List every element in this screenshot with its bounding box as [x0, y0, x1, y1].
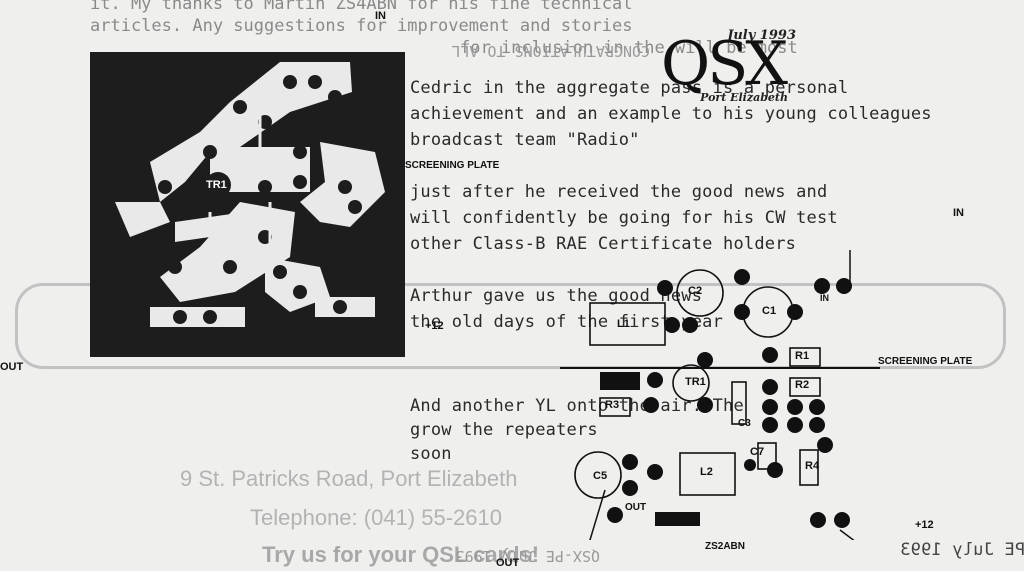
label-tr1: TR1 — [685, 376, 706, 388]
label-in-small: IN — [820, 293, 829, 303]
label-out-right: OUT — [496, 557, 520, 569]
label-plus12-left: +12 — [425, 320, 444, 332]
masthead-date: July 1993 — [727, 28, 796, 43]
label-in-right: IN — [953, 207, 964, 219]
l2-outline — [679, 452, 736, 496]
article2-line-2: the old days of the first year — [410, 312, 724, 332]
advert-slogan: Try us for your QSL cards! — [262, 542, 540, 567]
bleed-line-3: for inclusion in the will be most — [460, 38, 798, 58]
article-line-4: just after he received the good news and — [410, 182, 828, 202]
out-lead — [588, 489, 606, 540]
pcb-artwork — [115, 62, 385, 327]
footer-mirror-2: QSX-PE July 1993 — [455, 547, 601, 565]
article-line-3: broadcast team "Radio" — [410, 130, 640, 150]
article-line-6: other Class-B RAE Certificate holders — [410, 234, 797, 254]
masthead-location: Port Elizabeth — [700, 91, 788, 104]
label-tr1-pcb: TR1 — [206, 179, 227, 191]
advert-phone: Telephone: (041) 55-2610 — [250, 505, 502, 530]
r3-outline — [599, 397, 631, 417]
label-c1: C1 — [762, 305, 777, 317]
masthead-title: QSX — [661, 29, 788, 99]
article-line-1: Cedric in the aggregate pass is a person… — [410, 78, 849, 98]
label-r4: R4 — [805, 460, 820, 472]
plus12-lead — [839, 529, 855, 540]
label-plus12-right: +12 — [915, 519, 934, 531]
bleed-line-2: articles. Any suggestions for improvemen… — [90, 16, 633, 36]
article-line-2: achievement and an example to his young … — [410, 104, 932, 124]
label-in-left: IN — [375, 10, 386, 22]
component-layout — [560, 250, 880, 540]
label-r1: R1 — [795, 350, 810, 362]
label-l2: L2 — [700, 466, 713, 478]
c5-outline — [574, 451, 622, 499]
c7-outline — [757, 442, 777, 470]
tr1-outline — [672, 364, 710, 402]
c2-outline — [676, 269, 724, 317]
label-c5: C5 — [593, 470, 608, 482]
r2-outline — [789, 377, 821, 397]
label-out-small: OUT — [625, 502, 647, 513]
label-screening-right: SCREENING PLATE — [878, 356, 973, 367]
label-c2: C2 — [688, 285, 703, 297]
tr1-pad — [205, 172, 231, 198]
label-r3: R3 — [605, 399, 620, 411]
advert-frame — [15, 283, 1006, 369]
advert-address: 9 St. Patricks Road, Port Elizabeth — [180, 466, 518, 491]
article-line-5: will confidently be going for his CW tes… — [410, 208, 838, 228]
decoupling-component — [655, 512, 700, 526]
label-l1: L1 — [617, 318, 630, 330]
in-lead — [849, 250, 851, 290]
article3-line-2: grow the repeaters — [410, 420, 598, 440]
qsx-masthead: July 1993 QSX Port Elizabeth — [661, 28, 796, 104]
article2-line-1: Arthur gave us the good news — [410, 286, 703, 306]
c4-component — [600, 372, 640, 390]
label-screening-left: SCREENING PLATE — [405, 160, 500, 171]
r1-outline — [789, 347, 821, 367]
label-c3: C3 — [738, 418, 751, 429]
label-out-left: OUT — [0, 361, 24, 373]
label-credit: ZS2ABN — [705, 541, 746, 552]
bleed-line-1: it. My thanks to Martin ZS4ABN for his f… — [90, 0, 633, 14]
label-c7: C7 — [750, 446, 765, 458]
label-r2: R2 — [795, 379, 810, 391]
c3-outline — [731, 381, 747, 425]
footer-mirrored: QSX-PE July 1993 — [900, 540, 1024, 560]
article3-line-3: soon — [410, 444, 452, 464]
r4-outline — [799, 449, 819, 486]
article3-line-1: And another YL onto the air. The — [410, 396, 744, 416]
mirrored-heading: CONGRATULATIONS TO ALL — [451, 42, 650, 60]
pcb-track-layout — [90, 52, 405, 357]
